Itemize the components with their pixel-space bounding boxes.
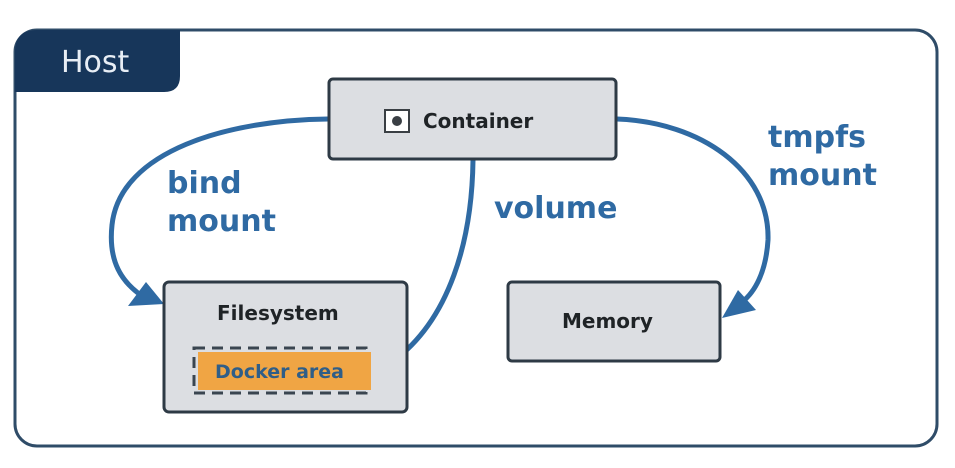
bind-mount-label-line2: mount — [167, 204, 276, 239]
tmpfs-mount-label-line2: mount — [768, 158, 877, 193]
tmpfs-mount-label-line1: tmpfs — [768, 120, 866, 155]
container-node: Container — [327, 77, 618, 161]
edge-bind-mount: bind mount — [108, 116, 329, 306]
filesystem-node: Filesystem Docker area — [162, 280, 409, 414]
memory-node: Memory — [506, 280, 722, 363]
container-icon — [384, 109, 410, 133]
edge-tmpfs-mount: tmpfs mount — [616, 116, 877, 318]
docker-area-box — [198, 352, 371, 390]
container-label: Container — [423, 109, 533, 133]
host-tab — [15, 30, 180, 92]
bind-mount-label-line1: bind — [167, 166, 242, 201]
filesystem-label: Filesystem — [217, 301, 339, 325]
bind-mount-arrowhead — [128, 282, 164, 306]
host-label: Host — [61, 45, 130, 80]
memory-label: Memory — [562, 309, 653, 333]
container-box — [327, 77, 618, 161]
bind-mount-arrow — [108, 116, 329, 299]
memory-box — [506, 280, 722, 363]
volume-label: volume — [494, 191, 617, 226]
tmpfs-mount-arrow — [616, 116, 771, 304]
docker-area-label: Docker area — [215, 361, 344, 383]
tmpfs-mount-arrowhead — [722, 290, 756, 318]
volume-arrow — [390, 159, 476, 365]
